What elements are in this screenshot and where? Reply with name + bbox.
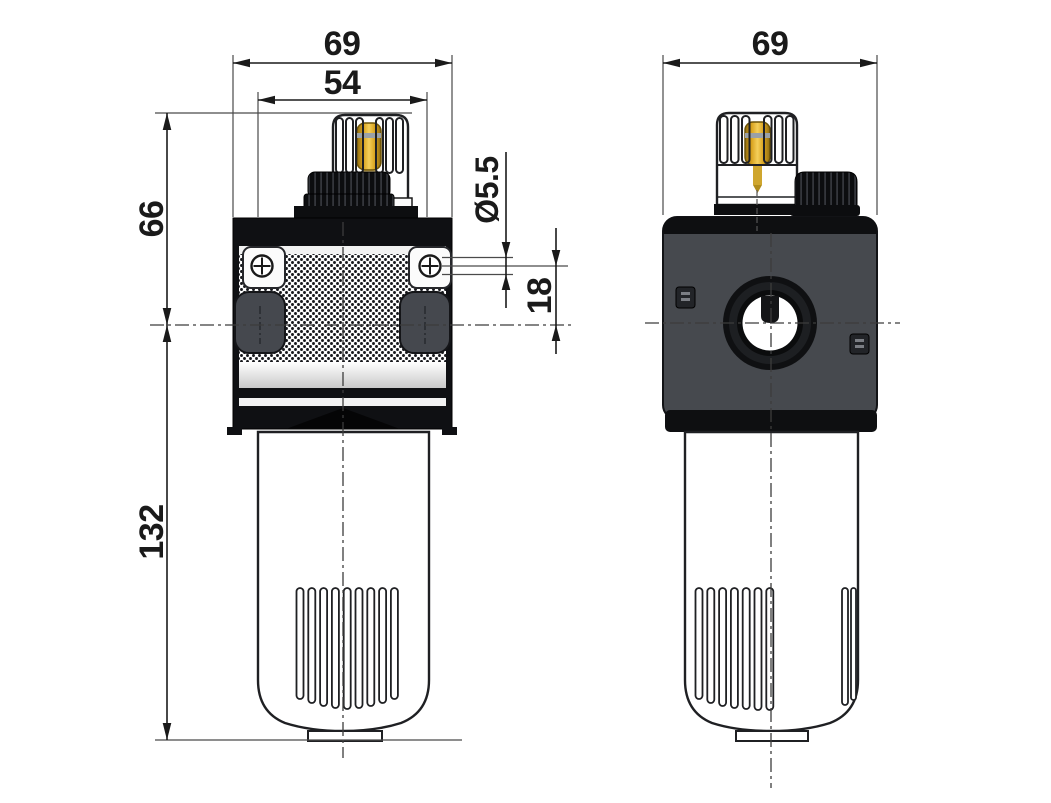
knob-base (294, 206, 418, 219)
mounting-screw-right (408, 246, 452, 289)
oil-tube-band-side (745, 133, 770, 138)
port-mark-right (849, 333, 870, 355)
bowl-foot (307, 730, 383, 742)
dome-flutes-side (719, 115, 795, 164)
adjustment-knob-side (790, 171, 860, 216)
dim-label: 66 (133, 201, 171, 238)
drip-nozzle (761, 296, 779, 323)
lubricator-body-front (227, 217, 457, 435)
dim-label: 18 (521, 278, 559, 315)
dim-side-overall-width: 69 (663, 25, 877, 68)
dim-front-upper-height: 66 (133, 113, 172, 325)
body-chamfer (286, 408, 400, 429)
front-view: 69 54 66 132 Ø5.5 (133, 25, 572, 758)
dim-label: 54 (324, 64, 361, 102)
adjustment-ring (294, 171, 418, 219)
drip-stem (753, 163, 762, 185)
oil-tube-band (357, 133, 381, 138)
port-mark-left (675, 286, 696, 309)
mounting-screw-left (242, 246, 286, 289)
dim-label: 132 (133, 504, 171, 559)
dome-base-strip (714, 204, 798, 215)
dim-front-overall-width: 69 (233, 25, 452, 68)
bowl-foot-side (735, 730, 809, 742)
extension-lines-side (662, 55, 878, 215)
bowl-guard-slots (295, 587, 399, 710)
body-top-band (663, 217, 877, 234)
dim-label: 69 (324, 25, 361, 63)
oil-sight-tube (356, 122, 382, 171)
drip-tip (753, 185, 762, 193)
side-view: 69 (645, 25, 900, 788)
dim-label: Ø5.5 (469, 156, 505, 223)
body-tab-right (442, 427, 457, 435)
dim-front-lower-height: 132 (133, 325, 172, 740)
body-tab-left (227, 427, 242, 435)
lubricator-body-side (662, 216, 878, 432)
dim-label: 69 (752, 25, 789, 63)
dim-front-hole-diameter: Ø5.5 (469, 152, 511, 308)
fill-dome-side (714, 111, 799, 215)
dim-front-bowl-width: 54 (258, 64, 427, 105)
extension-lines-front (155, 55, 568, 741)
dim-front-hole-offset: 18 (521, 228, 561, 354)
